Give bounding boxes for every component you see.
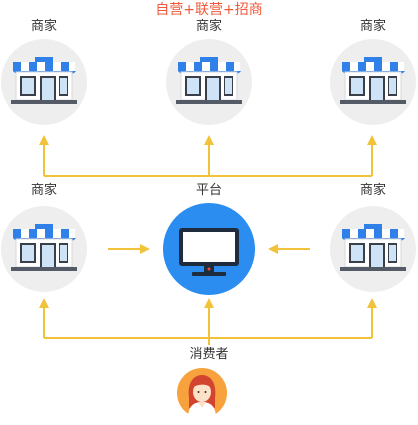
top-left-storefront-icon — [0, 38, 88, 126]
platform-monitor-icon — [163, 203, 255, 295]
top-center-storefront-icon — [165, 38, 253, 126]
consumer-label: 消费者 — [189, 347, 229, 362]
platform-label: 平台 — [195, 183, 223, 198]
top-center-merchant-label: 商家 — [195, 19, 223, 34]
top-right-storefront-icon — [329, 38, 417, 126]
mid-right-merchant-label: 商家 — [359, 183, 387, 198]
diagram-headline: 自营+联营+招商 — [155, 2, 263, 18]
mid-left-merchant-label: 商家 — [30, 183, 58, 198]
consumer-avatar-icon — [177, 368, 227, 418]
mid-left-storefront-icon — [0, 205, 88, 293]
bottom-bracket-arrows — [39, 298, 377, 345]
top-bracket-arrows — [39, 135, 377, 177]
mid-right-storefront-icon — [329, 205, 417, 293]
top-right-merchant-label: 商家 — [359, 19, 387, 34]
top-left-merchant-label: 商家 — [30, 19, 58, 34]
